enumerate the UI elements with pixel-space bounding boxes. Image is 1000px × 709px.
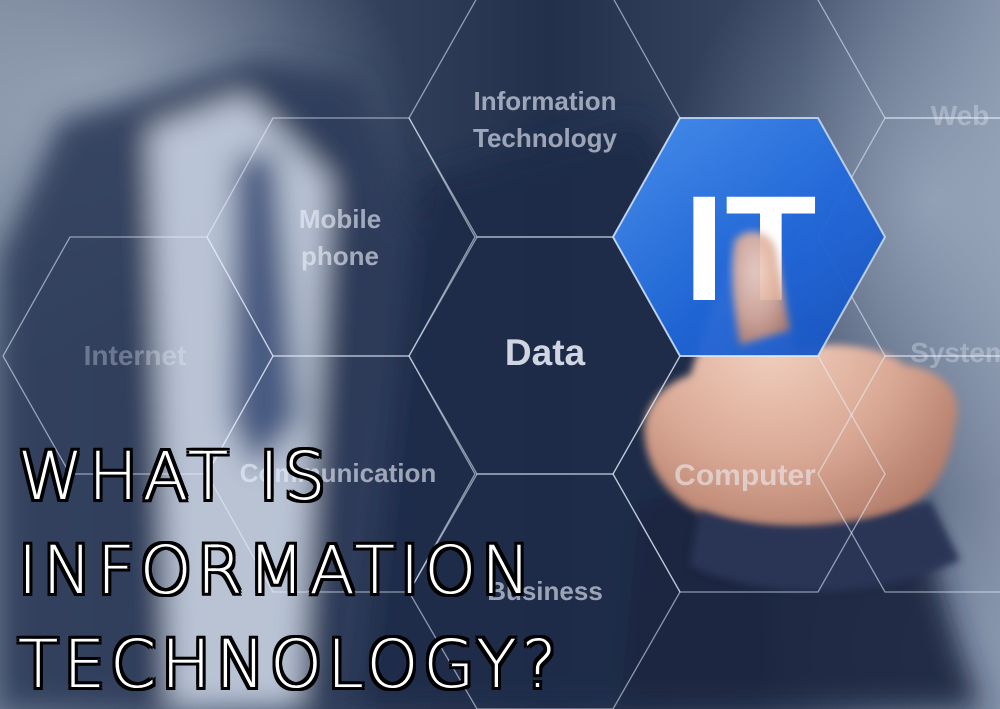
technology-label: Technology [473,123,618,153]
system-label: System [910,337,1000,368]
data-label: Data [505,332,586,373]
information-label: Information [474,86,617,116]
communication-label: Communication [240,458,436,488]
computer-label: Computer [674,459,816,492]
business-label: Business [487,576,603,606]
headline-line-1: WHAT IS [18,438,331,515]
web-label: Web [931,100,990,131]
headline: WHAT IS INFORMATION TECHNOLOGY? [18,430,562,709]
internet-label: Internet [84,340,187,371]
headline-line-3: TECHNOLOGY? [18,626,562,703]
phone-label: phone [301,241,379,271]
headline-line-2: INFORMATION [18,532,536,609]
mobile-label: Mobile [299,204,381,234]
it-hexagon: IT [611,117,887,357]
hexagon-labels: Information Technology Mobile phone Data… [84,86,1000,606]
